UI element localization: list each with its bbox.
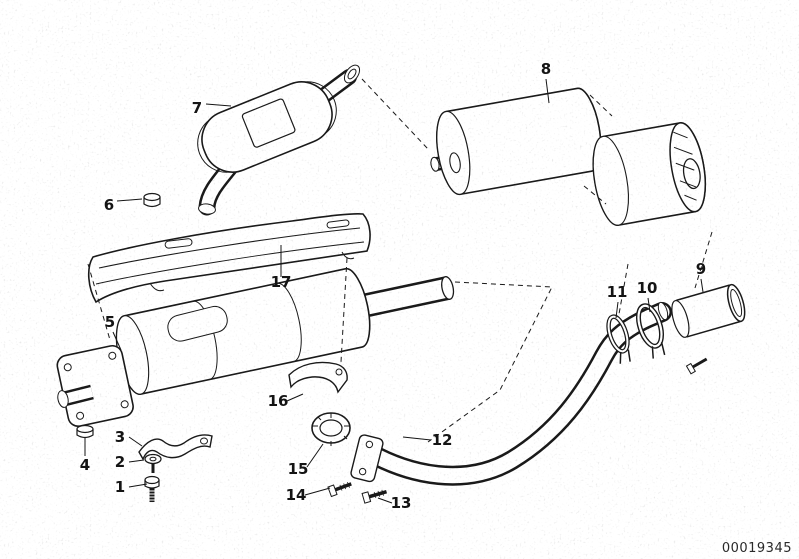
part-label-6: 6	[104, 196, 114, 214]
part-label-1: 1	[115, 478, 125, 496]
part-6-nut	[143, 192, 161, 208]
part-label-12: 12	[432, 431, 453, 449]
part-4-nut	[76, 424, 94, 439]
part-label-11: 11	[607, 283, 628, 301]
part-label-13: 13	[391, 494, 412, 512]
part-label-4: 4	[80, 456, 90, 474]
part-label-10: 10	[637, 279, 658, 297]
part-label-9: 9	[696, 260, 706, 278]
part-label-3: 3	[115, 428, 125, 446]
part-label-8: 8	[541, 60, 551, 78]
part-label-15: 15	[288, 460, 309, 478]
part-label-2: 2	[115, 453, 125, 471]
part-label-14: 14	[286, 486, 307, 504]
part-label-5: 5	[105, 313, 115, 331]
part-label-16: 16	[268, 392, 289, 410]
part-label-17: 17	[271, 273, 292, 291]
part-label-7: 7	[192, 99, 202, 117]
drawing-number: 00019345	[722, 541, 792, 556]
